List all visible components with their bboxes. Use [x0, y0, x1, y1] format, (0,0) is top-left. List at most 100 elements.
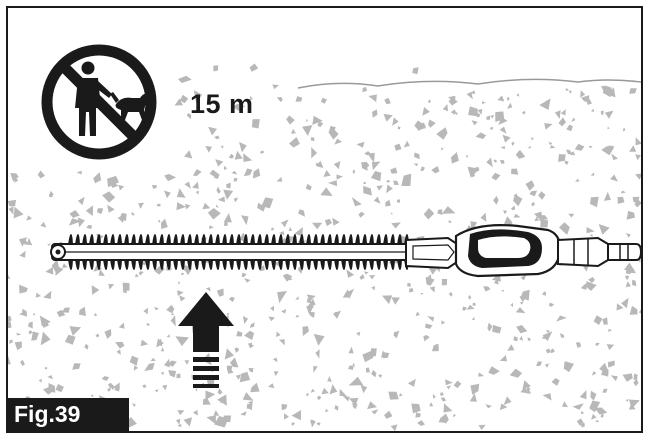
texture-speck: [203, 397, 211, 405]
blade-tooth: [201, 259, 206, 270]
blade-tooth: [355, 234, 360, 245]
texture-speck: [368, 274, 376, 280]
texture-speck: [315, 349, 320, 359]
texture-speck: [420, 293, 424, 295]
texture-speck: [420, 166, 426, 172]
texture-speck: [164, 174, 177, 182]
texture-speck: [415, 311, 420, 317]
texture-speck: [107, 204, 115, 213]
blade-tooth: [166, 234, 171, 245]
texture-speck: [579, 390, 587, 400]
texture-speck: [390, 212, 393, 215]
texture-speck: [360, 384, 368, 394]
texture-speck: [436, 127, 448, 140]
texture-speck: [241, 272, 247, 278]
texture-speck: [223, 165, 228, 170]
texture-speck: [364, 271, 369, 275]
texture-speck: [558, 117, 566, 127]
texture-speck: [622, 373, 633, 382]
texture-speck: [627, 267, 636, 274]
texture-speck: [179, 295, 186, 302]
texture-speck: [448, 97, 458, 106]
texture-speck: [531, 201, 535, 207]
texture-speck: [586, 227, 595, 234]
texture-speck: [250, 382, 260, 393]
texture-speck: [177, 75, 192, 83]
texture-speck: [448, 291, 453, 297]
texture-speck: [485, 404, 492, 409]
texture-speck: [346, 269, 355, 278]
texture-speck: [151, 185, 157, 189]
texture-speck: [176, 188, 186, 198]
texture-speck: [276, 331, 281, 337]
texture-speck: [376, 185, 384, 191]
texture-speck: [241, 215, 249, 226]
texture-speck: [529, 190, 538, 197]
texture-speck: [306, 297, 311, 304]
texture-speck: [118, 184, 124, 191]
texture-speck: [591, 108, 595, 112]
blade-tooth: [159, 234, 164, 245]
texture-speck: [56, 309, 66, 317]
texture-speck: [281, 309, 287, 314]
texture-speck: [242, 315, 248, 325]
texture-speck: [478, 372, 485, 377]
blade-tooth: [299, 259, 304, 270]
texture-speck: [228, 296, 235, 302]
texture-speck: [43, 387, 54, 395]
texture-speck: [417, 420, 425, 426]
texture-speck: [135, 273, 139, 278]
texture-speck: [427, 274, 432, 279]
texture-speck: [43, 290, 52, 299]
texture-speck: [588, 277, 595, 283]
texture-speck: [339, 388, 348, 397]
texture-speck: [261, 197, 274, 209]
texture-speck: [591, 413, 597, 420]
texture-speck: [564, 160, 569, 165]
texture-speck: [122, 282, 130, 291]
texture-speck: [362, 350, 374, 363]
texture-speck: [228, 153, 234, 159]
texture-speck: [289, 137, 300, 148]
texture-speck: [231, 170, 238, 175]
texture-speck: [358, 211, 365, 218]
blade-tooth: [390, 259, 395, 270]
texture-speck: [560, 109, 566, 116]
texture-speck: [281, 219, 289, 228]
texture-speck: [79, 306, 86, 316]
texture-speck: [575, 178, 580, 182]
texture-speck: [235, 374, 241, 380]
texture-speck: [140, 339, 149, 347]
texture-speck: [352, 169, 355, 174]
blade-tooth: [306, 234, 311, 245]
texture-speck: [391, 297, 400, 305]
texture-speck: [606, 344, 615, 351]
texture-speck: [551, 378, 560, 386]
texture-speck: [575, 342, 582, 348]
texture-speck: [409, 288, 414, 293]
texture-speck: [185, 203, 191, 210]
texture-speck: [107, 387, 111, 392]
texture-speck: [468, 106, 478, 117]
texture-speck: [429, 286, 435, 293]
texture-speck: [26, 237, 33, 246]
texture-speck: [527, 337, 531, 341]
texture-speck: [170, 315, 176, 327]
texture-speck: [282, 273, 293, 282]
texture-speck: [574, 143, 585, 151]
texture-speck: [581, 95, 590, 102]
texture-speck: [214, 172, 220, 179]
texture-speck: [415, 412, 421, 418]
texture-speck: [635, 137, 641, 146]
texture-speck: [288, 226, 293, 232]
texture-speck: [214, 416, 229, 428]
texture-speck: [425, 276, 435, 286]
texture-speck: [548, 302, 555, 307]
texture-speck: [403, 140, 410, 148]
texture-speck: [8, 199, 16, 207]
texture-speck: [44, 366, 48, 370]
texture-speck: [166, 304, 175, 314]
texture-speck: [580, 422, 585, 428]
texture-speck: [487, 322, 493, 332]
texture-speck: [511, 141, 515, 146]
